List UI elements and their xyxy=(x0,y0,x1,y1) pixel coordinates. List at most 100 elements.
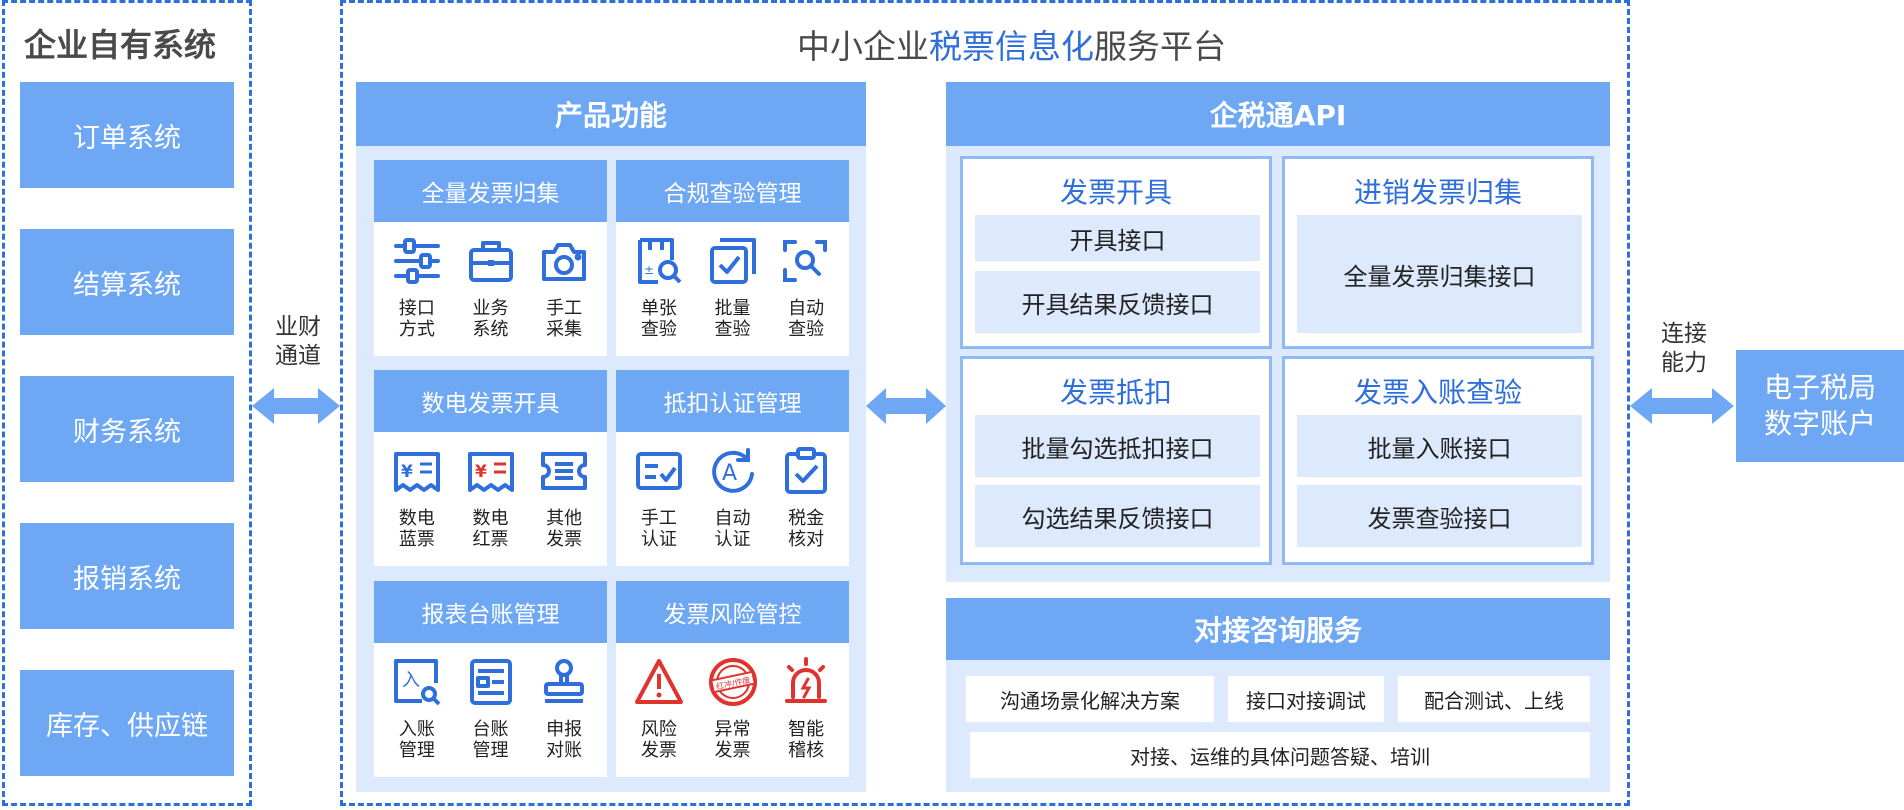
item-business-system: 业务系统 xyxy=(454,236,528,340)
auto-verify-icon: A xyxy=(711,448,754,493)
briefcase-icon xyxy=(468,241,513,282)
platform-group xyxy=(340,0,1630,806)
label-l2: 管理 xyxy=(472,740,509,761)
red-invoice-icon: ¥ xyxy=(467,452,514,492)
label-l1: 智能 xyxy=(788,719,825,740)
label-l2: 发票 xyxy=(546,529,583,550)
product-card-deduction: 抵扣认证管理 手工认证 A 自动认证 税金核对 xyxy=(616,370,849,566)
label-l1: 单张 xyxy=(640,298,677,319)
label-l2: 系统 xyxy=(472,319,509,340)
service-item: 接口对接调试 xyxy=(1228,676,1384,722)
label-l2: 核对 xyxy=(788,529,825,550)
api-card-title: 发票入账查验 xyxy=(1353,376,1522,409)
label-l1: 手工 xyxy=(640,508,677,529)
batch-check-icon xyxy=(709,238,756,284)
label-l2: 认证 xyxy=(640,529,677,550)
label-l2: 对账 xyxy=(546,740,583,761)
tax-bureau-line1: 电子税局 xyxy=(1763,371,1876,404)
label-l1: 数电 xyxy=(472,508,509,529)
system-box-order: 订单系统 xyxy=(20,82,234,188)
connector-label-line2: 能力 xyxy=(1661,350,1707,376)
label-l2: 查验 xyxy=(714,319,751,340)
item-batch-check: 批量查验 xyxy=(696,236,770,340)
svg-text:±: ± xyxy=(644,263,654,277)
label-l2: 查验 xyxy=(640,319,677,340)
api-card-title: 发票开具 xyxy=(1059,176,1172,209)
connector-label-line1: 连接 xyxy=(1661,321,1707,347)
card-title: 数电发票开具 xyxy=(374,370,607,432)
item-risk-invoice: 风险发票 xyxy=(622,657,696,761)
label-l2: 稽核 xyxy=(788,740,825,761)
api-card-title: 发票抵扣 xyxy=(1059,376,1172,409)
api-card-issue: 发票开具 开具接口 开具结果反馈接口 xyxy=(960,156,1272,349)
product-header: 产品功能 xyxy=(356,82,866,146)
system-box-inventory: 库存、供应链 xyxy=(20,670,234,776)
product-card-risk: 发票风险管控 风险发票 红冲/作废 异常发票 智能稽核 xyxy=(616,581,849,777)
label-l2: 发票 xyxy=(714,740,751,761)
product-card-compliance: 合规查验管理 ± 单张查验 批量查验 自动查验 xyxy=(616,160,849,356)
manual-verify-icon xyxy=(635,452,682,490)
label-l1: 数电 xyxy=(398,508,435,529)
label-l1: 业务 xyxy=(472,298,509,319)
api-card-entry: 发票入账查验 批量入账接口 发票查验接口 xyxy=(1282,356,1594,565)
item-other-invoice: 其他发票 xyxy=(527,446,601,550)
item-tax-reconcile: 税金核对 xyxy=(769,446,843,550)
api-card-collect: 进销发票归集 全量发票归集接口 xyxy=(1282,156,1594,349)
item-manual-verify: 手工认证 xyxy=(622,446,696,550)
item-entry-manage: 入 入账管理 xyxy=(380,657,454,761)
stamp-icon xyxy=(544,659,585,703)
enterprise-systems-group xyxy=(2,0,252,806)
item-smart-audit: 智能稽核 xyxy=(769,657,843,761)
label-l2: 红票 xyxy=(472,529,509,550)
sliders-icon xyxy=(393,238,440,284)
connector-label-line2: 通道 xyxy=(275,343,321,369)
system-box-reimbursement: 报销系统 xyxy=(20,523,234,629)
system-box-settlement: 结算系统 xyxy=(20,229,234,335)
tax-bureau-line2: 数字账户 xyxy=(1763,407,1876,440)
double-arrow-right xyxy=(1630,388,1734,424)
service-item: 对接、运维的具体问题答疑、培训 xyxy=(970,732,1590,778)
seal-icon: 红冲/作废 xyxy=(708,658,757,706)
api-item: 批量勾选抵扣接口 xyxy=(975,415,1260,477)
label-l1: 台账 xyxy=(472,719,509,740)
entry-search-icon: 入 xyxy=(393,659,441,706)
platform-title-highlight: 税票信息化 xyxy=(929,27,1094,66)
ledger-icon xyxy=(469,659,512,705)
api-item: 全量发票归集接口 xyxy=(1297,215,1582,333)
document-search-icon: ± xyxy=(637,238,682,284)
connector-label-line1: 业财 xyxy=(275,314,321,340)
platform-title: 中小企业税票信息化服务平台 xyxy=(797,20,1226,68)
item-single-check: ± 单张查验 xyxy=(622,236,696,340)
label-l2: 查验 xyxy=(788,319,825,340)
label-l2: 管理 xyxy=(398,740,435,761)
service-header: 对接咨询服务 xyxy=(946,598,1610,660)
label-l2: 方式 xyxy=(398,319,435,340)
card-title: 报表台账管理 xyxy=(374,581,607,643)
tax-bureau-box: 电子税局 数字账户 xyxy=(1736,350,1904,462)
label-l1: 自动 xyxy=(788,298,825,319)
label-l1: 批量 xyxy=(714,298,751,319)
svg-text:入: 入 xyxy=(402,670,420,691)
camera-icon xyxy=(542,243,587,281)
item-blue-invoice: ¥ 数电蓝票 xyxy=(380,446,454,550)
label-l1: 手工 xyxy=(546,298,583,319)
label-l2: 蓝票 xyxy=(398,529,435,550)
enterprise-systems-title: 企业自有系统 xyxy=(24,26,217,64)
item-auto-verify: A 自动认证 xyxy=(696,446,770,550)
label-l1: 其他 xyxy=(546,508,583,529)
label-l1: 自动 xyxy=(714,508,751,529)
double-arrow-left xyxy=(252,388,340,424)
card-title: 合规查验管理 xyxy=(616,160,849,222)
connector-label-connect: 连接 能力 xyxy=(1654,320,1714,378)
service-item: 沟通场景化解决方案 xyxy=(966,676,1214,722)
item-abnormal-invoice: 红冲/作废 异常发票 xyxy=(696,657,770,761)
product-card-report: 报表台账管理 入 入账管理 台账管理 申报对账 xyxy=(374,581,607,777)
alarm-icon xyxy=(785,657,828,703)
scan-search-icon xyxy=(783,240,828,282)
api-card-title: 进销发票归集 xyxy=(1353,176,1522,209)
label-l1: 异常 xyxy=(714,719,751,740)
api-card-deduct: 发票抵扣 批量勾选抵扣接口 勾选结果反馈接口 xyxy=(960,356,1272,565)
api-item: 批量入账接口 xyxy=(1297,415,1582,477)
api-item: 开具接口 xyxy=(975,215,1260,261)
api-item: 勾选结果反馈接口 xyxy=(975,485,1260,547)
